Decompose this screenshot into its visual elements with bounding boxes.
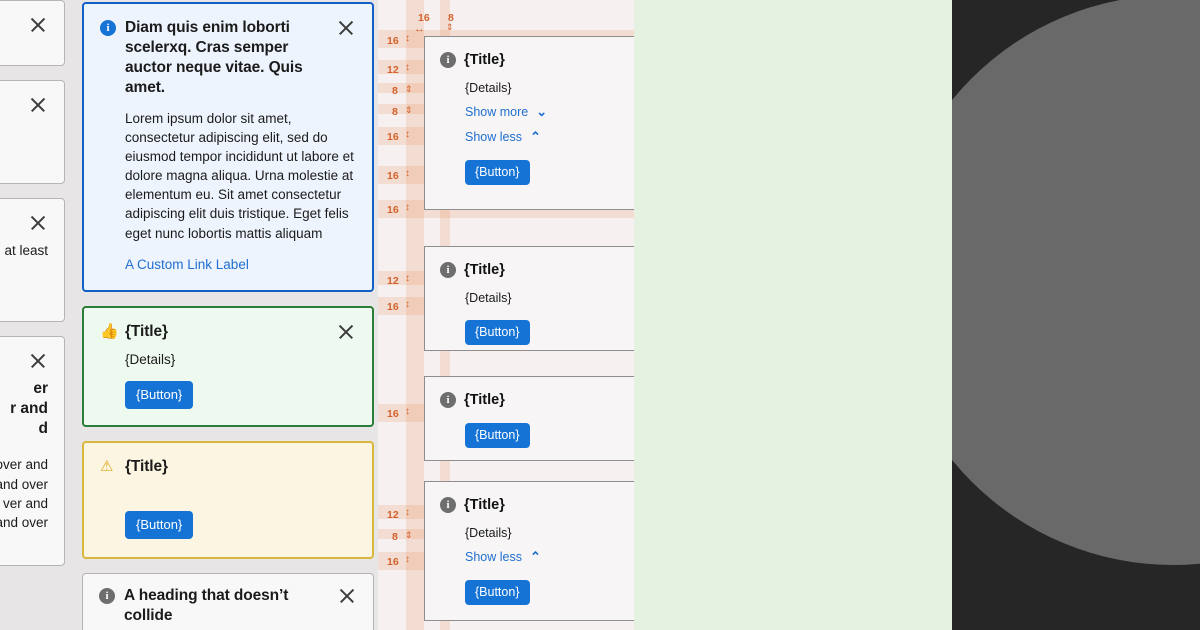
spec-button[interactable]: {Button} <box>465 423 530 448</box>
body-line: and over <box>0 476 48 492</box>
measure-arrow-v: ⇕ <box>405 530 413 540</box>
alert-title: {Title} <box>125 322 168 340</box>
measure-arrow-v: ↕ <box>405 554 410 565</box>
spec-button[interactable]: {Button} <box>465 580 530 605</box>
alert-card-warning[interactable]: ⚠ {Title} {Button} <box>82 440 374 559</box>
alert-button[interactable]: {Button} <box>125 380 194 409</box>
chevron-up-icon: ⌃ <box>529 549 541 564</box>
close-icon[interactable] <box>28 95 48 115</box>
close-icon[interactable] <box>28 351 48 371</box>
list-item[interactable]: er r and d over and and over ver and and… <box>0 336 65 566</box>
measure-label-v: 16 <box>387 35 399 47</box>
show-less-toggle[interactable]: Show less ⌃ <box>465 549 683 565</box>
measure-label-h: 8 <box>448 12 454 24</box>
show-less-toggle[interactable]: Show less ⌃ <box>465 129 683 145</box>
info-icon: i <box>100 20 116 36</box>
alert-button[interactable]: {Button} <box>125 510 194 539</box>
measure-label-v: 16 <box>387 408 399 420</box>
body-line: over and <box>0 457 48 473</box>
body-line: ver and <box>2 495 48 511</box>
info-icon: i <box>440 262 456 278</box>
alert-link[interactable]: A Custom Link Label <box>125 256 249 272</box>
spec-title: {Title} <box>464 262 505 278</box>
alert-card-success[interactable]: 👍 {Title} {Details} {Button} <box>82 305 374 427</box>
measure-label-v: 16 <box>387 204 399 216</box>
alert-body: Lorem ipsum dolor sit amet, consectetur … <box>125 110 354 241</box>
measure-label-v: 8 <box>392 85 398 97</box>
alert-card-info[interactable]: i Diam quis enim loborti scelerxq. Cras … <box>82 2 374 292</box>
thumbs-up-icon: 👍 <box>100 322 119 340</box>
measure-arrow-v: ↕ <box>405 168 410 179</box>
alert-details: {Details} <box>125 351 176 367</box>
list-item-heading: er r and d <box>0 379 48 439</box>
alert-title: {Title} <box>125 457 168 475</box>
spec-title: {Title} <box>464 497 505 513</box>
measure-arrow-v: ⇕ <box>405 105 413 115</box>
measure-label-v: 16 <box>387 170 399 182</box>
chevron-up-icon: ⌃ <box>529 129 541 144</box>
measure-arrow-v: ↕ <box>405 62 410 73</box>
show-more-label: Show more <box>465 105 529 119</box>
spec-title: {Title} <box>464 392 505 408</box>
body-line: and over <box>0 514 48 530</box>
measure-arrow-v: ↕ <box>405 507 410 518</box>
spec-redline-column: i {Title} {Details} Show more ⌄ Show les… <box>378 0 684 630</box>
show-less-label: Show less <box>465 130 522 144</box>
chevron-down-icon: ⌄ <box>536 104 548 119</box>
alert-title: Diam quis enim loborti scelerxq. Cras se… <box>125 19 303 97</box>
spec-button[interactable]: {Button} <box>465 320 530 345</box>
measure-label-v: 16 <box>387 301 399 313</box>
heading-line: d <box>38 420 48 438</box>
spec-details: {Details} <box>465 526 512 540</box>
measure-label-v: 16 <box>387 556 399 568</box>
info-icon: i <box>440 52 456 68</box>
measure-arrow-v: ↕ <box>405 33 410 44</box>
info-icon: i <box>99 587 115 604</box>
grey-circle-shape <box>952 0 1200 565</box>
close-icon[interactable] <box>336 18 356 38</box>
warning-triangle-icon: ⚠ <box>100 457 114 475</box>
measure-arrow-h: ↔ <box>414 23 425 35</box>
green-panel <box>634 0 952 630</box>
alert-title: A heading that doesn’t collide <box>124 586 289 625</box>
close-icon[interactable] <box>336 322 356 342</box>
spec-details: {Details} <box>465 81 512 95</box>
measure-label-v: 12 <box>387 275 399 287</box>
list-item[interactable]: at least ap? <box>0 198 65 322</box>
close-icon[interactable] <box>28 15 48 35</box>
show-more-toggle[interactable]: Show more ⌄ <box>465 104 683 120</box>
close-icon[interactable] <box>28 213 48 233</box>
measure-arrow-v: ↕ <box>405 273 410 284</box>
measure-label-v: 8 <box>392 531 398 543</box>
measure-arrow-v: ↕ <box>405 129 410 140</box>
heading-line: r and <box>10 400 48 418</box>
list-item[interactable] <box>0 80 65 184</box>
measure-arrow-v: ↕ <box>405 202 410 213</box>
show-less-label: Show less <box>465 550 522 564</box>
spec-title: {Title} <box>464 52 505 68</box>
measure-arrow-v: ↕ <box>405 406 410 417</box>
measure-label-v: 8 <box>392 106 398 118</box>
info-icon: i <box>440 497 456 513</box>
measure-arrow-v: ↕ <box>405 299 410 310</box>
list-item[interactable] <box>0 0 65 66</box>
measure-label-v: 12 <box>387 509 399 521</box>
spec-button[interactable]: {Button} <box>465 160 530 185</box>
alert-list: i Diam quis enim loborti scelerxq. Cras … <box>82 0 374 630</box>
list-item-text: at least <box>4 243 48 258</box>
measure-label-v: 16 <box>387 131 399 143</box>
close-icon[interactable] <box>337 586 357 606</box>
measure-label-h: 16 <box>418 12 430 24</box>
dark-panel <box>952 0 1200 630</box>
redline-vband <box>406 0 424 630</box>
list-item-body: over and and over ver and and over <box>0 455 48 532</box>
left-clipped-column: at least ap? er r and d over and and ove… <box>0 0 65 630</box>
measure-arrow-v: ⇕ <box>405 84 413 94</box>
spec-details: {Details} <box>465 291 512 305</box>
alert-card-plain[interactable]: i A heading that doesn’t collide <box>82 572 374 630</box>
info-icon: i <box>440 392 456 408</box>
measure-label-v: 12 <box>387 64 399 76</box>
measure-arrow-h: ⇕ <box>446 22 454 32</box>
heading-line: er <box>33 380 48 397</box>
